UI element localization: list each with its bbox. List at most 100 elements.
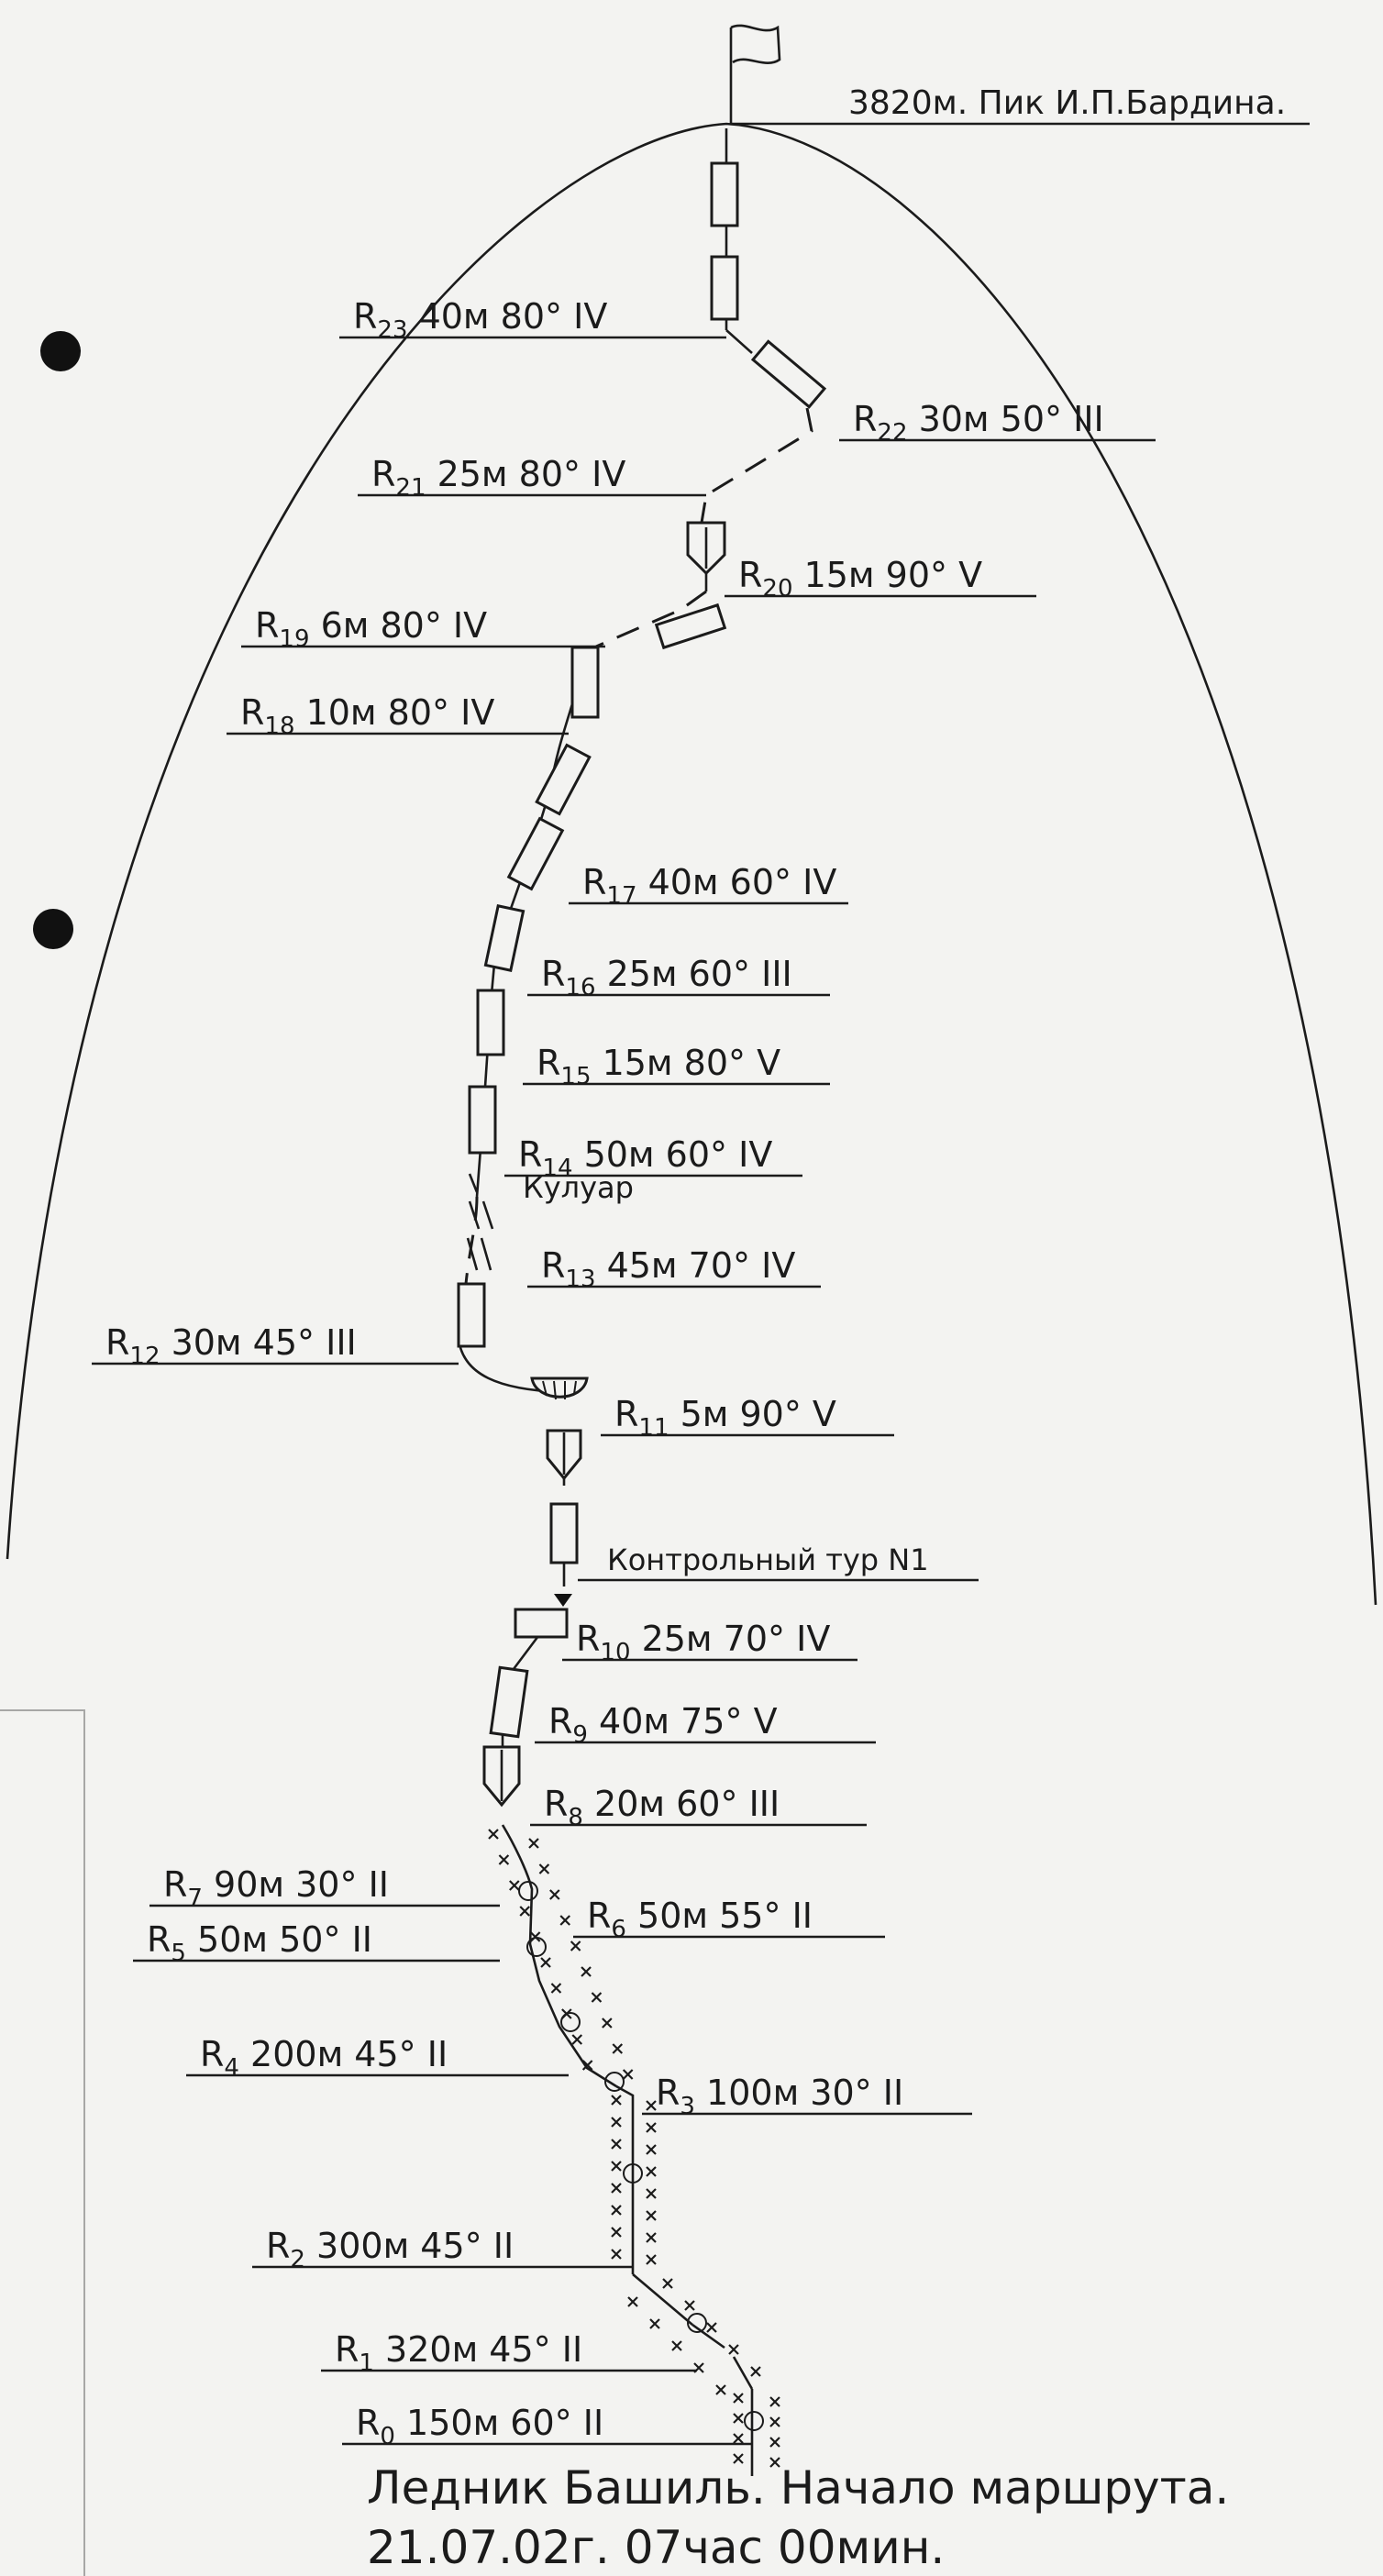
piton-icon (482, 1745, 521, 1808)
pitch-label-r2: R2 300м 45° II (266, 2226, 514, 2273)
pitch-box (750, 339, 827, 409)
pitch-box (570, 646, 600, 719)
pitch-box (710, 161, 739, 227)
pitch-box (483, 904, 526, 972)
scree-cross (611, 2227, 622, 2238)
scree-cross (769, 2437, 780, 2448)
scree-cross (750, 2366, 761, 2377)
pitch-label-r15: R15 15м 80° V (537, 1043, 780, 1090)
pitch-leaders (92, 336, 1156, 2446)
scree-cross (646, 2232, 657, 2243)
scree-cross (733, 2393, 744, 2404)
scree-cross (662, 2278, 673, 2289)
pitch-label-r21: R21 25м 80° IV (371, 454, 625, 502)
scree-cross (733, 2433, 744, 2444)
pitch-label-r22: R22 30м 50° III (853, 399, 1104, 447)
scree-cross (646, 2254, 657, 2265)
scree-cross (591, 1992, 603, 2003)
couloir-label: Кулуар (523, 1170, 634, 1205)
scree-cross (769, 2396, 780, 2407)
scree-cross (570, 1940, 581, 1951)
scree-cross (611, 2205, 622, 2216)
pitch-box (549, 1502, 579, 1564)
scree-marks (488, 1829, 780, 2468)
piton-icon (686, 521, 726, 576)
scree-cross (728, 2344, 739, 2355)
scree-cross (612, 2043, 624, 2054)
punch-hole-top (40, 331, 81, 371)
scree-cross (769, 2416, 780, 2427)
pitch-label-r16: R16 25м 60° III (541, 954, 792, 1001)
scree-cross (671, 2340, 682, 2351)
scree-cross (498, 1854, 510, 1865)
belay-point (604, 2072, 625, 2092)
scree-cross (769, 2457, 780, 2468)
scree-cross (611, 2095, 622, 2106)
pitch-box (468, 1085, 497, 1155)
pitch-box (476, 989, 505, 1056)
scree-cross (733, 2413, 744, 2424)
scree-cross (559, 1915, 570, 1926)
scree-cross (646, 2166, 657, 2177)
pitch-label-r6: R6 50м 55° II (587, 1896, 813, 1943)
scree-cross (684, 2300, 695, 2311)
rope-boxes (457, 161, 827, 1739)
pitch-label-r9: R9 40м 75° V (548, 1701, 778, 1749)
couloir-marks (466, 1173, 494, 1271)
control-cairn-label: Контрольный тур N1 (607, 1542, 929, 1577)
scree-cross (549, 1889, 560, 1900)
scree-cross (581, 2060, 593, 2071)
summit-label: 3820м. Пик И.П.Бардина. (848, 84, 1286, 122)
pitch-label-r0: R0 150м 60° II (356, 2403, 603, 2450)
pitch-label-r11: R11 5м 90° V (614, 1394, 836, 1442)
scree-cross (627, 2296, 638, 2307)
belay-point (518, 1881, 538, 1901)
pitch-label-r17: R17 40м 60° IV (582, 862, 836, 910)
pitch-label-r13: R13 45м 70° IV (541, 1245, 795, 1293)
scree-cross (571, 2034, 583, 2045)
pitch-label-r1: R1 320м 45° II (335, 2329, 582, 2377)
scree-cross (706, 2322, 717, 2333)
scree-cross (529, 1931, 541, 1942)
pitch-label-r8: R8 20м 60° III (544, 1784, 780, 1831)
belay-point (623, 2163, 643, 2184)
pitch-label-r3: R3 100м 30° II (656, 2073, 903, 2120)
scree-cross (646, 2188, 657, 2199)
scree-cross (611, 2161, 622, 2172)
pitch-box (489, 1665, 529, 1739)
belay-point (744, 2411, 764, 2431)
scree-cross (561, 2008, 572, 2019)
scree-cross (733, 2453, 744, 2464)
pitch-box (710, 255, 739, 321)
control-cairn-icon (554, 1594, 572, 1607)
pitch-label-r18: R18 10м 80° IV (240, 692, 494, 740)
scree-cross (646, 2122, 657, 2133)
pitch-label-r10: R10 25м 70° IV (576, 1619, 830, 1666)
scree-cross (646, 2144, 657, 2155)
footer-line-1: Ледник Башиль. Начало маршрута. (367, 2461, 1229, 2515)
belay-circles (518, 1881, 764, 2431)
scree-cross (622, 2069, 634, 2080)
scree-cross (715, 2384, 726, 2395)
pitch-label-r23: R23 40м 80° IV (353, 296, 607, 344)
punch-hole-middle (33, 909, 73, 949)
pitch-label-r20: R20 15м 90° V (738, 555, 982, 603)
pitch-box (506, 816, 565, 891)
scree-cross (540, 1957, 551, 1968)
pitch-label-r7: R7 90м 30° II (163, 1864, 389, 1912)
footer-line-2: 21.07.02г. 07час 00мин. (367, 2521, 945, 2574)
summit-flag-icon (729, 24, 781, 124)
pitch-labels: R23 40м 80° IV R22 30м 50° III R21 25м 80°… (105, 296, 1104, 2450)
pitch-label-r5: R5 50м 50° II (147, 1919, 372, 1967)
scree-cross (602, 2018, 613, 2029)
scree-cross (538, 1863, 550, 1874)
scree-cross (649, 2318, 660, 2329)
scree-cross (611, 2139, 622, 2150)
pitch-box (457, 1282, 486, 1348)
pitch-label-r14: R14 50м 60° IV (518, 1134, 772, 1182)
pitch-label-r4: R4 200м 45° II (200, 2034, 448, 2082)
belay-point (687, 2313, 707, 2333)
scree-cross (509, 1880, 520, 1891)
scree-cross (646, 2210, 657, 2221)
scree-cross (611, 2249, 622, 2260)
